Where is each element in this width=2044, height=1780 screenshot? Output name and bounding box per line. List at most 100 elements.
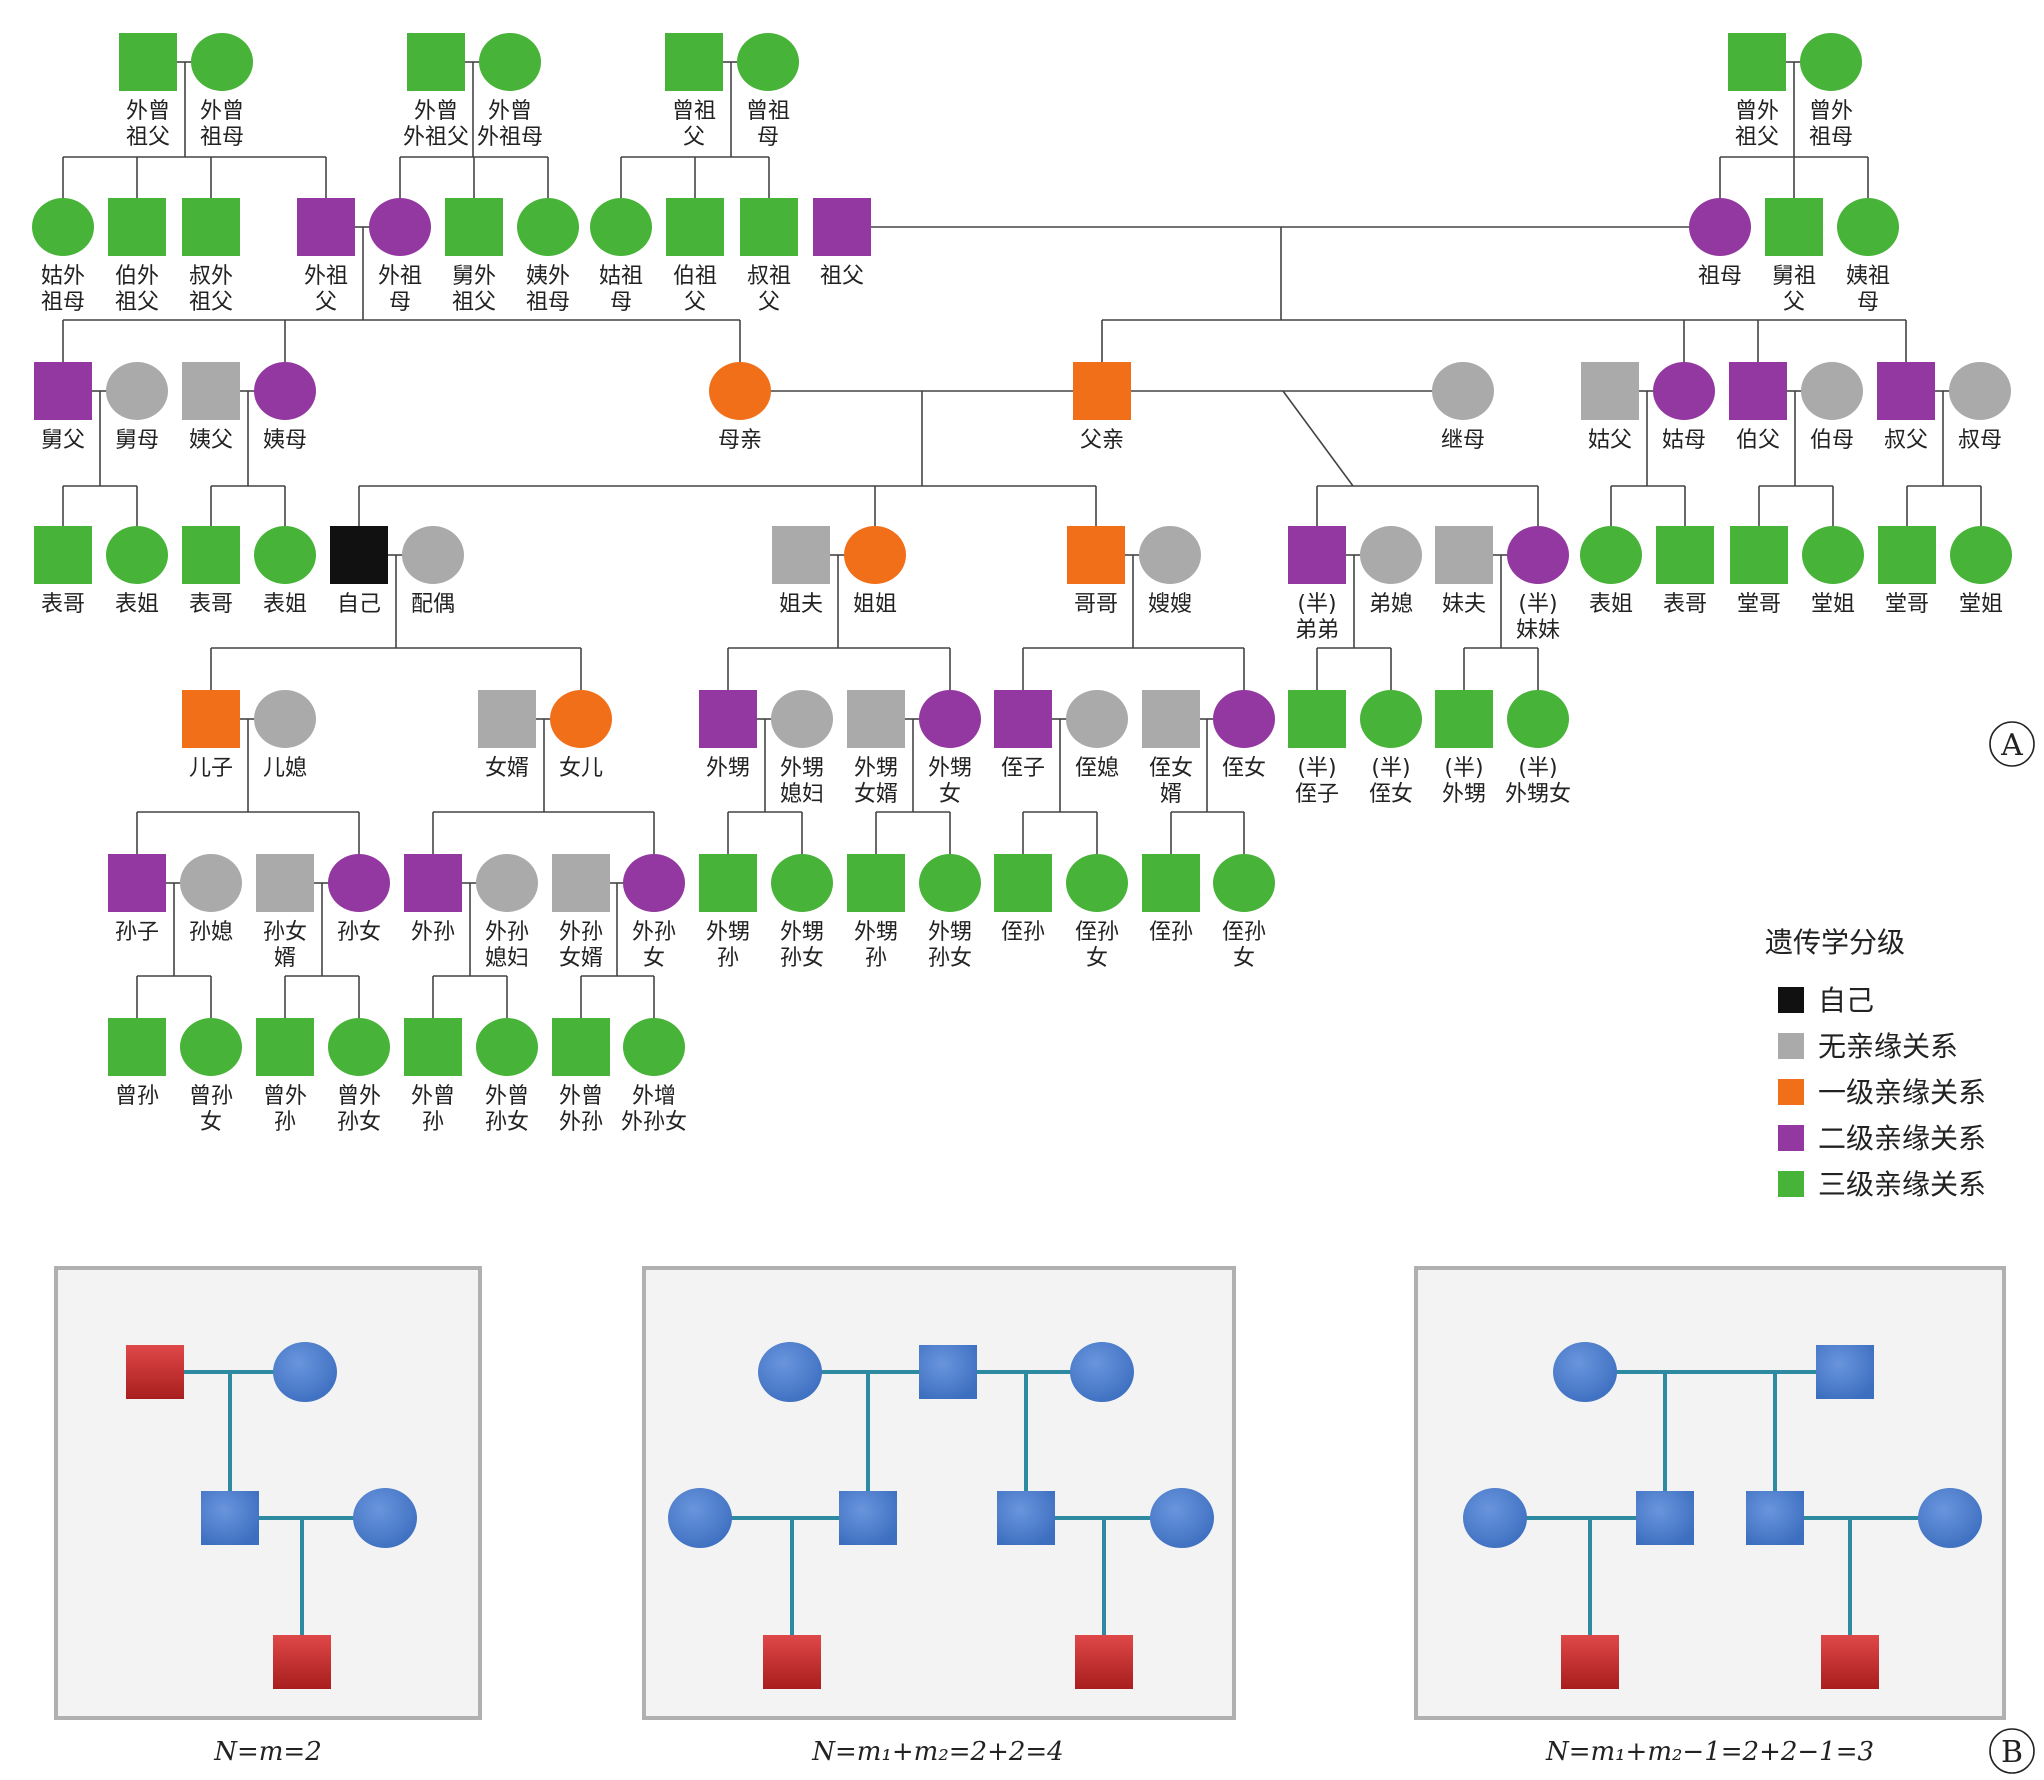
person-node-wzs: 外曾孙 (404, 1018, 462, 1135)
legend-item-first: 一级亲缘关系 (1778, 1076, 1986, 1109)
legend-label: 三级亲缘关系 (1818, 1168, 1986, 1201)
person-label: 祖父 (820, 264, 864, 289)
person-label: 孙 (274, 1110, 296, 1135)
person-label: 姑祖 (599, 264, 643, 289)
person-square (119, 33, 177, 91)
person-circle (737, 33, 799, 91)
person-label: 舅父 (41, 428, 85, 453)
panel-b-blue-square (839, 1491, 897, 1545)
person-label: 祖母 (200, 125, 244, 150)
person-label: 侄女 (1369, 782, 1413, 807)
person-label: 姑母 (1662, 428, 1706, 453)
person-label: 侄孙 (1222, 920, 1266, 945)
person-square (256, 1018, 314, 1076)
pedigree-nodes: 外曾祖父外曾祖母外曾外祖父外曾外祖母曾祖父曾祖母曾外祖父曾外祖母姑外祖母伯外祖父… (32, 33, 2012, 1135)
person-square (108, 1018, 166, 1076)
person-square (478, 690, 536, 748)
person-node-peiou: 配偶 (402, 526, 464, 617)
person-label: 嫂嫂 (1148, 592, 1192, 617)
panel-label-a: A (2000, 728, 2023, 763)
panel-b-blue-circle (353, 1488, 417, 1548)
panel-b-blue-circle (1553, 1342, 1617, 1402)
person-label: 堂哥 (1737, 592, 1781, 617)
pedigree-lines (62, 61, 1982, 1018)
person-square (182, 690, 240, 748)
person-label: 外祖父 (403, 125, 469, 150)
person-node-zf: 祖父 (813, 198, 871, 289)
person-label: 父 (683, 125, 705, 150)
person-circle (1360, 526, 1422, 584)
person-node-waisun: 外孙 (404, 854, 462, 945)
person-label: 儿子 (189, 756, 233, 781)
person-circle (402, 526, 464, 584)
person-label: 女儿 (559, 756, 603, 781)
person-label: 堂哥 (1885, 592, 1929, 617)
panel-b-blue-circle (668, 1488, 732, 1548)
person-square (699, 690, 757, 748)
person-circle (328, 854, 390, 912)
person-node-zws: 曾外孙 (256, 1018, 314, 1135)
person-node-zhixi: 侄媳 (1066, 690, 1128, 781)
person-node-tj2: 堂姐 (1950, 526, 2012, 617)
person-circle (254, 362, 316, 420)
person-label: 侄子 (1295, 782, 1339, 807)
person-circle (1507, 526, 1569, 584)
panel-b-blue-square (1746, 1491, 1804, 1545)
person-label: 孙媳 (189, 920, 233, 945)
person-node-bg1: 表哥 (34, 526, 92, 617)
person-label: 孙女 (928, 946, 972, 971)
person-circle (254, 526, 316, 584)
person-label: (半) (1297, 592, 1336, 617)
panel-b-blue-square (919, 1345, 977, 1399)
panel-b-blue-circle (1918, 1488, 1982, 1548)
person-circle (180, 1018, 242, 1076)
person-node-bzf: 伯祖父 (666, 198, 724, 315)
person-circle (1507, 690, 1569, 748)
person-circle (1837, 198, 1899, 256)
person-label: (半) (1297, 756, 1336, 781)
person-node-fuqin: 父亲 (1073, 362, 1131, 453)
person-node-zhinx: 侄女婿 (1142, 690, 1200, 807)
person-label: 舅母 (115, 428, 159, 453)
person-node-zs1: 侄孙 (994, 854, 1052, 945)
person-node-meifu: 妹夫 (1435, 526, 1493, 617)
person-node-jiejie: 姐姐 (844, 526, 906, 617)
person-circle (180, 854, 242, 912)
person-node-wshn: 外甥女 (919, 690, 981, 807)
panel-b-blue-square (201, 1491, 259, 1545)
person-circle (1139, 526, 1201, 584)
panel-label-b-ring (1989, 1728, 2035, 1774)
person-square (407, 33, 465, 91)
panel-b-box-3 (1414, 1266, 2006, 1720)
person-circle (476, 1018, 538, 1076)
person-node-dixi: 弟媳 (1360, 526, 1422, 617)
panel-b-blue-circle (1463, 1488, 1527, 1548)
person-circle (106, 362, 168, 420)
person-square (404, 1018, 462, 1076)
person-node-erzi: 儿子 (182, 690, 240, 781)
person-square (34, 362, 92, 420)
person-square (847, 690, 905, 748)
person-node-tg2: 堂哥 (1878, 526, 1936, 617)
person-label: 孙女 (337, 920, 381, 945)
person-label: 祖父 (452, 290, 496, 315)
person-label: 配偶 (411, 592, 455, 617)
person-circle (1653, 362, 1715, 420)
person-node-zhinv: 侄女 (1213, 690, 1275, 781)
person-label: 外增 (632, 1084, 676, 1109)
person-square (445, 198, 503, 256)
legend-item-unrelated: 无亲缘关系 (1778, 1030, 1958, 1063)
person-circle (476, 854, 538, 912)
person-node-zs2: 侄孙 (1142, 854, 1200, 945)
person-node-wzm: 外祖母 (369, 198, 431, 315)
person-node-gzm: 姑祖母 (590, 198, 652, 315)
person-label: 外孙 (632, 920, 676, 945)
person-circle (771, 854, 833, 912)
